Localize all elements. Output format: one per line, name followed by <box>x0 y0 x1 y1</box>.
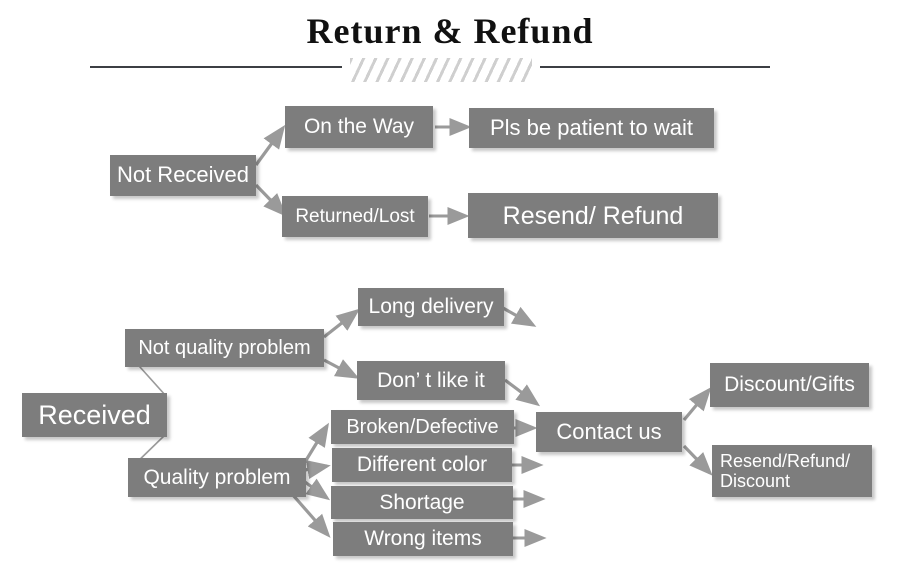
node-not-received[interactable]: Not Received <box>110 155 256 196</box>
node-broken-defective[interactable]: Broken/Defective <box>331 410 514 444</box>
arrow-not-received-to-returned-lost <box>254 183 287 217</box>
arrow-contact-us-to-discount-gifts <box>682 387 712 422</box>
arrow-not-quality-to-long-delivery <box>323 308 361 339</box>
node-long-delivery[interactable]: Long delivery <box>358 288 504 326</box>
arrow-not-received-to-on-the-way <box>254 124 286 166</box>
node-resend-refund-discount[interactable]: Resend/Refund/ Discount <box>712 445 872 497</box>
node-received[interactable]: Received <box>22 393 167 437</box>
page-title: Return & Refund <box>306 11 594 51</box>
node-wrong-items[interactable]: Wrong items <box>333 522 513 556</box>
node-resend-refund[interactable]: Resend/ Refund <box>468 193 718 238</box>
node-on-the-way[interactable]: On the Way <box>285 106 433 148</box>
arrow-long-delivery-to-contact-us <box>502 306 537 327</box>
arrow-contact-us-to-resend-refund-discount <box>682 444 713 476</box>
node-returned-lost[interactable]: Returned/Lost <box>282 196 428 237</box>
title-divider <box>0 58 900 84</box>
divider-line-right <box>540 66 770 68</box>
arrow-quality-to-different-color <box>304 460 331 479</box>
arrow-not-quality-to-dont-like-it <box>323 358 360 379</box>
arrow-dont-like-it-to-contact-us <box>504 378 541 407</box>
node-contact-us[interactable]: Contact us <box>536 412 682 452</box>
node-discount-gifts[interactable]: Discount/Gifts <box>710 363 869 407</box>
node-shortage[interactable]: Shortage <box>331 486 513 519</box>
node-different-color[interactable]: Different color <box>332 448 512 482</box>
arrow-quality-to-shortage <box>304 478 331 501</box>
arrow-quality-to-broken-defective <box>303 422 330 463</box>
node-quality-problem[interactable]: Quality problem <box>128 458 306 497</box>
divider-line-left <box>90 66 342 68</box>
arrow-quality-to-wrong-items <box>290 492 331 538</box>
node-not-quality-problem[interactable]: Not quality problem <box>125 329 324 367</box>
node-pls-be-patient-to-wait[interactable]: Pls be patient to wait <box>469 108 714 148</box>
node-dont-like-it[interactable]: Don’ t like it <box>357 361 505 400</box>
divider-hatch-pattern <box>350 58 532 82</box>
